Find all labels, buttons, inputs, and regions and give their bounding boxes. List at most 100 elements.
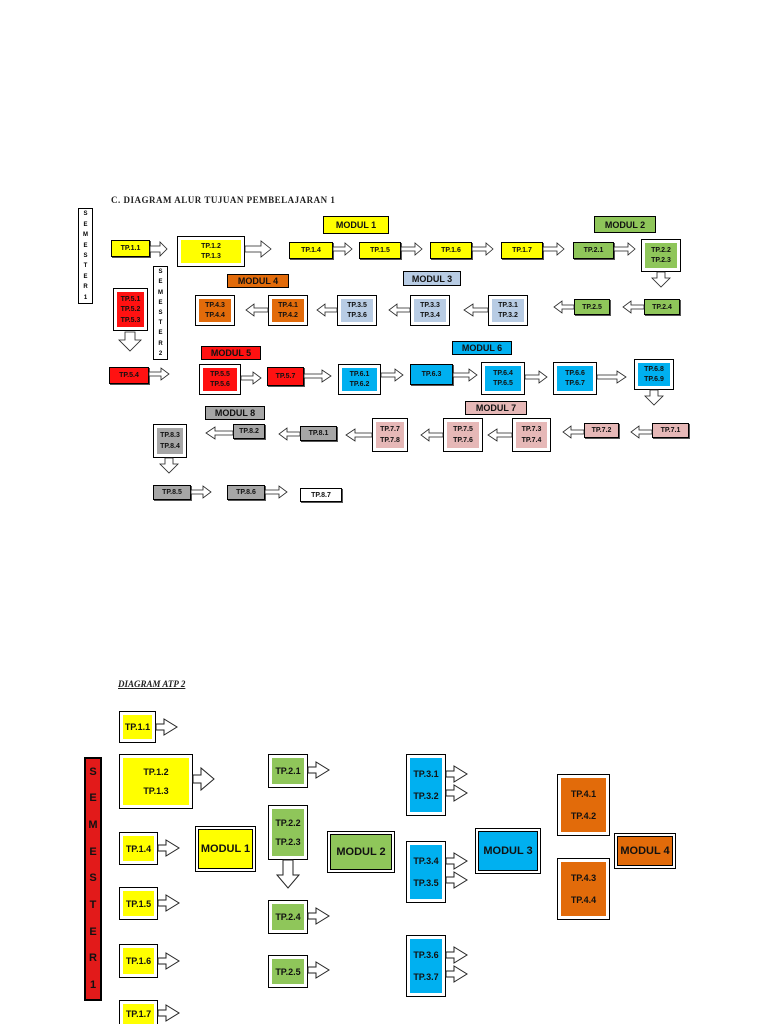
- arrow-left: [553, 300, 575, 314]
- d1-modul-8: MODUL 8: [205, 406, 265, 420]
- d2-tp-1-6: TP.1.6: [119, 944, 158, 978]
- arrow-right: [303, 369, 332, 383]
- d2-tp-1-1: TP.1.1: [119, 711, 156, 743]
- arrow-right: [307, 961, 330, 979]
- diagram2-title: DIAGRAM ATP 2: [118, 679, 186, 689]
- arrow-right: [244, 240, 272, 258]
- arrow-down: [118, 331, 142, 352]
- d1-tp-5-7: TP.5.7: [267, 367, 304, 386]
- arrow-right: [613, 242, 636, 256]
- d2-modul-4: MODUL 4: [615, 834, 675, 868]
- d2-modul-1: MODUL 1: [196, 827, 255, 871]
- d1-tp-2-1: TP.2.1: [573, 242, 614, 259]
- arrow-down: [644, 389, 664, 406]
- diagram1-title: C. DIAGRAM ALUR TUJUAN PEMBELAJARAN 1: [111, 195, 336, 205]
- arrow-right: [445, 871, 468, 889]
- d1-tp-7-1: TP.7.1: [652, 423, 689, 438]
- arrow-right: [264, 485, 288, 499]
- d1-tp-2-4: TP.2.4: [644, 299, 680, 315]
- arrow-left: [487, 428, 513, 442]
- arrow-left: [245, 303, 269, 317]
- d1-tp-1-7: TP.1.7: [501, 242, 543, 259]
- d2-tp-2-4: TP.2.4: [268, 900, 308, 934]
- arrow-right: [157, 894, 180, 912]
- d1-tp-8-7: TP.8.7: [300, 488, 342, 502]
- arrow-left: [316, 303, 338, 317]
- arrow-right: [307, 761, 330, 779]
- arrow-right: [596, 370, 627, 384]
- d2-tp-2-5: TP.2.5: [268, 955, 308, 988]
- arrow-left: [630, 425, 653, 439]
- d1-tp-2-5: TP.2.5: [574, 299, 610, 315]
- arrow-right: [240, 371, 262, 385]
- arrow-right: [332, 242, 353, 256]
- arrow-right: [445, 852, 468, 870]
- arrow-left: [345, 428, 373, 442]
- d1-tp-1-6: TP.1.6: [430, 242, 472, 259]
- d1-modul-3: MODUL 3: [403, 271, 461, 286]
- d1-tp-1-1: TP.1.1: [111, 240, 150, 257]
- d2-tp-2-1: TP.2.1: [268, 754, 308, 788]
- d2-modul-2: MODUL 2: [328, 832, 394, 872]
- d1-tp-1-4: TP.1.4: [289, 242, 333, 259]
- arrow-right: [471, 242, 494, 256]
- arrow-right: [157, 1004, 180, 1022]
- d1-tp-8-1: TP.8.1: [300, 426, 337, 441]
- arrow-left: [562, 425, 585, 439]
- arrow-right: [155, 718, 178, 736]
- d1-modul-5: MODUL 5: [201, 346, 261, 360]
- arrow-left: [463, 303, 489, 317]
- arrow-right: [524, 370, 548, 384]
- d1-tp-8-2: TP.8.2: [233, 424, 265, 439]
- arrow-right: [157, 839, 180, 857]
- arrow-left: [278, 427, 301, 441]
- d1-modul-4: MODUL 4: [227, 274, 289, 288]
- arrow-right: [157, 952, 180, 970]
- d2-modul-3: MODUL 3: [476, 829, 540, 873]
- arrow-left: [388, 303, 411, 317]
- arrow-left: [420, 428, 444, 442]
- d2-tp-1-5: TP.1.5: [119, 887, 158, 920]
- arrow-right: [307, 907, 330, 925]
- d1-modul-7: MODUL 7: [465, 401, 527, 415]
- arrow-right: [445, 784, 468, 802]
- arrow-down: [651, 271, 671, 288]
- d1-tp-7-2: TP.7.2: [584, 423, 619, 438]
- d2-tp-1-7: TP.1.7: [119, 1000, 158, 1024]
- arrow-right: [452, 368, 478, 382]
- arrow-down: [275, 859, 301, 889]
- arrow-right: [445, 946, 468, 964]
- d1-tp-1-5: TP.1.5: [359, 242, 401, 259]
- arrow-right: [445, 765, 468, 783]
- d1-tp-5-4: TP.5.4: [109, 367, 149, 384]
- d1-modul-6: MODUL 6: [452, 341, 512, 355]
- d1-modul-1: MODUL 1: [323, 216, 389, 234]
- d1-tp-6-3: TP.6.3: [410, 364, 453, 385]
- arrow-right: [190, 485, 212, 499]
- arrow-right: [445, 965, 468, 983]
